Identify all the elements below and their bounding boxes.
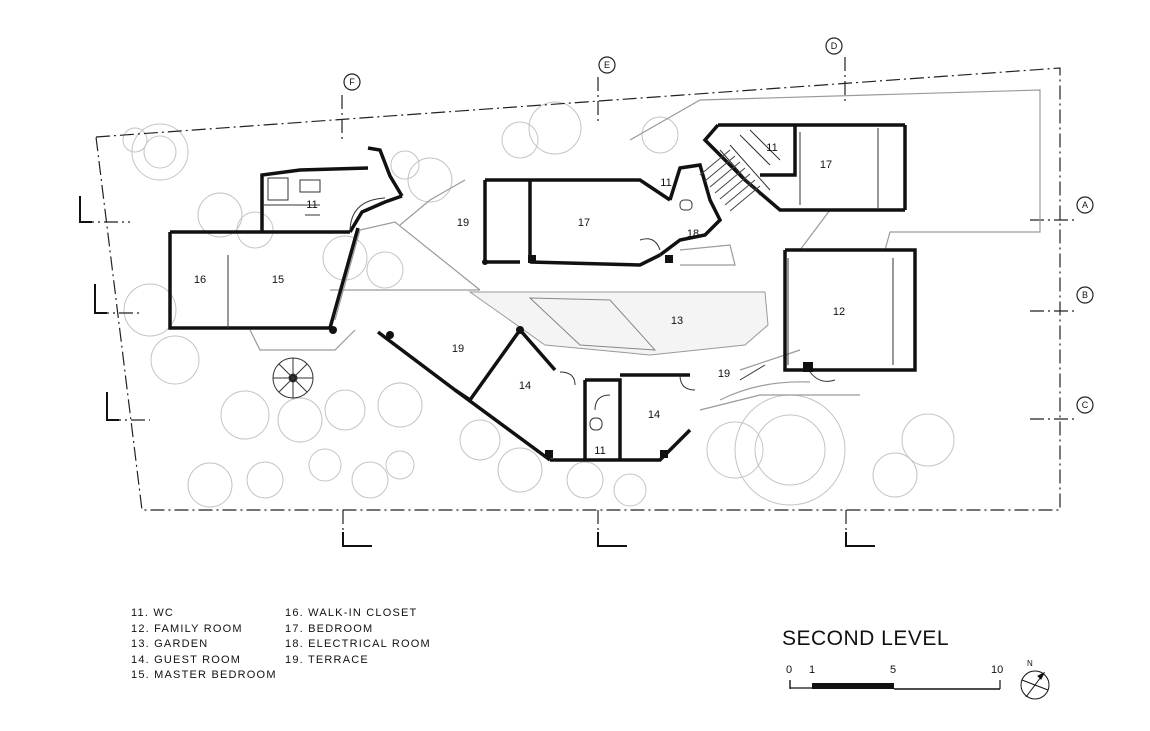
legend-item: 17. BEDROOM [285, 622, 374, 635]
room-label: 11 [306, 199, 317, 211]
grid-marker-D: D [831, 41, 838, 51]
room-label: 19 [452, 343, 464, 355]
room-label: 12 [833, 306, 845, 318]
terrace-outlines [249, 89, 1041, 411]
grid-marker-E: E [604, 60, 610, 70]
room-label: 17 [820, 159, 832, 171]
scale-label-10: 10 [991, 664, 1004, 676]
trees [122, 101, 955, 508]
section-cut-markers [79, 196, 875, 547]
legend-item: 16. WALK-IN CLOSET [285, 607, 418, 619]
grid-marker-A: A [1082, 200, 1088, 210]
grid-marker-circles [343, 37, 1094, 414]
grid-marker-B: B [1082, 290, 1088, 300]
north-label: N [1027, 659, 1033, 668]
room-label: 16 [194, 274, 206, 286]
scale-label-1: 1 [809, 664, 816, 676]
room-labels: 11 16 15 19 17 11 18 11 17 12 13 19 14 1… [194, 142, 845, 457]
room-label: 15 [272, 274, 284, 286]
garden-feature [528, 297, 657, 351]
grid-marker-C: C [1082, 400, 1089, 410]
walls [168, 123, 917, 462]
legend-item: 11. WC [131, 607, 175, 619]
room-label: 11 [766, 142, 777, 154]
room-label: 19 [718, 368, 730, 380]
room-label: 14 [519, 380, 531, 392]
scale-label-0: 0 [786, 664, 793, 676]
columns [329, 255, 813, 458]
legend-item: 18. ELECTRICAL ROOM [285, 638, 431, 650]
room-label: 11 [594, 445, 605, 457]
plan-title: SECOND LEVEL [782, 627, 950, 650]
room-label: 19 [457, 217, 469, 229]
room-label: 13 [671, 315, 683, 327]
room-label: 14 [648, 409, 660, 421]
room-label: 18 [687, 228, 699, 240]
garden-area [468, 291, 769, 356]
interior-details [227, 128, 894, 431]
legend-item: 14. GUEST ROOM [131, 653, 242, 666]
stair-treads [699, 149, 761, 212]
legend-column-2: 16. WALK-IN CLOSET 17. BEDROOM 18. ELECT… [285, 606, 431, 668]
scale-bar [789, 680, 1001, 690]
grid-marker-letters: F E D A B C [349, 41, 1089, 410]
legend-item: 15. MASTER BEDROOM [131, 669, 277, 681]
legend-item: 19. TERRACE [285, 653, 369, 666]
legend-item: 13. GARDEN [131, 638, 209, 650]
property-boundary [95, 67, 1061, 511]
scale-label-5: 5 [890, 664, 897, 676]
spiral-stair [272, 357, 314, 399]
legend-item: 12. FAMILY ROOM [131, 622, 243, 635]
room-label: 11 [660, 177, 671, 189]
room-label: 17 [578, 217, 590, 229]
legend-column-1: 11. WC 12. FAMILY ROOM 13. GARDEN 14. GU… [131, 606, 277, 684]
north-arrow-icon [1020, 670, 1050, 700]
grid-marker-F: F [349, 77, 355, 87]
